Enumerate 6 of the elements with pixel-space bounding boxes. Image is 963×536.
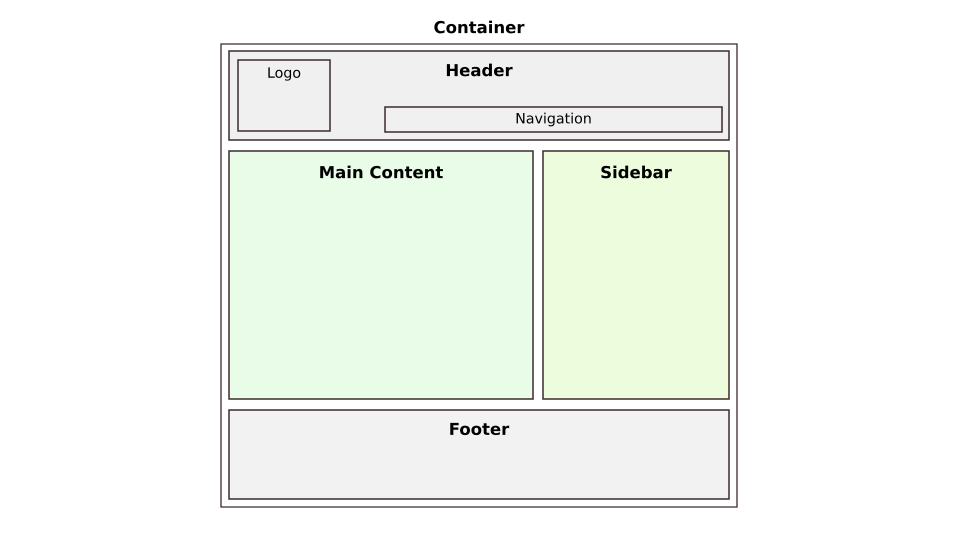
navigation-box: Navigation <box>384 106 723 133</box>
footer-box: Footer <box>228 409 730 500</box>
main-content-box: Main Content <box>228 150 534 400</box>
placeholder-box: Logo <box>237 59 331 132</box>
sidebar-box: Sidebar <box>542 150 730 400</box>
node-label: Container <box>434 20 524 34</box>
